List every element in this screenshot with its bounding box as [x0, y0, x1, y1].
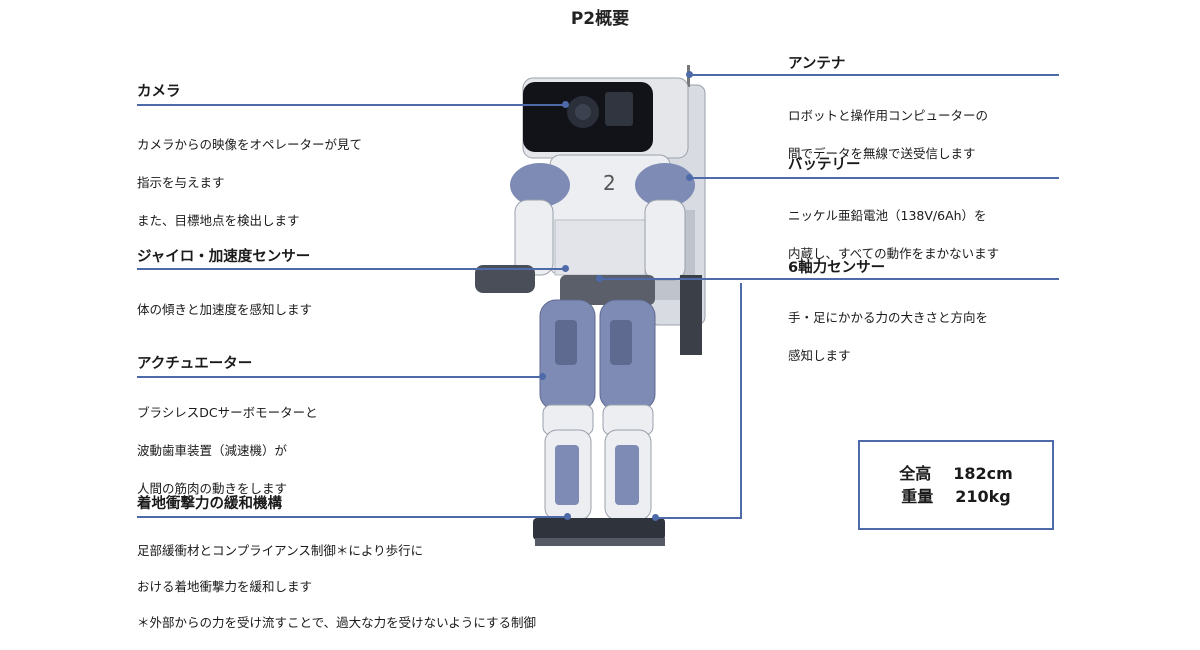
callout-actuator-pointer	[539, 373, 546, 380]
callout-impact-line: 足部緩衝材とコンプライアンス制御＊により歩行に	[137, 543, 424, 558]
callout-battery-description: ニッケル亜鉛電池（138V/6Ah）を 内蔵し、すべての動作をまかないます	[788, 187, 999, 282]
callout-impact-label: 着地衝撃力の緩和機構	[137, 496, 282, 512]
callout-sixaxis-foot-leader-horizontal	[655, 517, 742, 519]
spec-weight-label: 重量	[901, 487, 934, 506]
callout-gyro-leader	[137, 268, 565, 270]
callout-actuator-line: 人間の筋肉の動きをします	[137, 481, 288, 496]
callout-camera-label: カメラ	[137, 84, 181, 100]
callout-camera-pointer	[562, 101, 569, 108]
callout-gyro-line: 体の傾きと加速度を感知します	[137, 302, 313, 317]
callout-impact-leader	[137, 516, 567, 518]
callout-sixaxis-pointer-foot	[652, 514, 659, 521]
callout-actuator-line: 波動歯車装置（減速機）が	[137, 443, 288, 458]
callout-sixaxis-leader	[599, 278, 1059, 280]
spec-weight-row: 重量 210kg	[901, 485, 1011, 508]
callout-impact-pointer	[564, 513, 571, 520]
callout-antenna-description: ロボットと操作用コンピューターの 間でデータを無線で送受信します	[788, 87, 988, 182]
spec-height-label: 全高	[899, 464, 932, 483]
callout-actuator-line: ブラシレスDCサーボモーターと	[137, 405, 318, 420]
callout-sixaxis-foot-leader-vertical	[740, 283, 742, 519]
callout-actuator-description: ブラシレスDCサーボモーターと 波動歯車装置（減速機）が 人間の筋肉の動きをしま…	[137, 384, 318, 517]
spec-height-value: 182cm	[953, 464, 1013, 483]
callout-battery-line: ニッケル亜鉛電池（138V/6Ah）を	[788, 208, 987, 223]
spec-box: 全高 182cm 重量 210kg	[858, 440, 1054, 530]
callout-camera-description: カメラからの映像をオペレーターが見て 指示を与えます また、目標地点を検出します	[137, 116, 362, 249]
callout-gyro-label: ジャイロ・加速度センサー	[137, 249, 311, 265]
robot-p2-illustration: 2	[475, 65, 706, 546]
callout-impact-line: ＊外部からの力を受け流すことで、過大な力を受けないようにする制御	[137, 615, 537, 630]
callout-sixaxis-description: 手・足にかかる力の大きさと方向を 感知します	[788, 289, 988, 384]
spec-height-row: 全高 182cm	[899, 462, 1013, 485]
callout-gyro-pointer	[562, 265, 569, 272]
callout-camera-line: カメラからの映像をオペレーターが見て	[137, 137, 363, 152]
callout-camera-line: 指示を与えます	[137, 175, 225, 190]
callout-camera-line: また、目標地点を検出します	[137, 213, 300, 228]
callout-antenna-line: ロボットと操作用コンピューターの	[788, 108, 989, 123]
callout-impact-description: 足部緩衝材とコンプライアンス制御＊により歩行に おける着地衝撃力を緩和します ＊…	[137, 524, 536, 650]
spec-weight-value: 210kg	[955, 487, 1011, 506]
callout-antenna-leader	[689, 74, 1059, 76]
callout-gyro-description: 体の傾きと加速度を感知します	[137, 281, 312, 338]
callout-battery-leader	[689, 177, 1059, 179]
callout-sixaxis-label: 6軸力センサー	[788, 260, 886, 276]
callout-camera-leader	[137, 104, 565, 106]
chest-number: 2	[603, 171, 616, 195]
callout-battery-line: 内蔵し、すべての動作をまかないます	[788, 246, 1000, 261]
callout-actuator-leader	[137, 376, 542, 378]
callout-antenna-line: 間でデータを無線で送受信します	[788, 146, 976, 161]
callout-actuator-label: アクチュエーター	[137, 356, 253, 372]
callout-sixaxis-line: 手・足にかかる力の大きさと方向を	[788, 310, 989, 325]
page-title: P2概要	[570, 9, 630, 29]
callout-battery-label: バッテリー	[788, 157, 861, 173]
callout-antenna-label: アンテナ	[788, 56, 846, 72]
callout-impact-line: おける着地衝撃力を緩和します	[137, 579, 313, 594]
callout-sixaxis-line: 感知します	[788, 348, 851, 363]
